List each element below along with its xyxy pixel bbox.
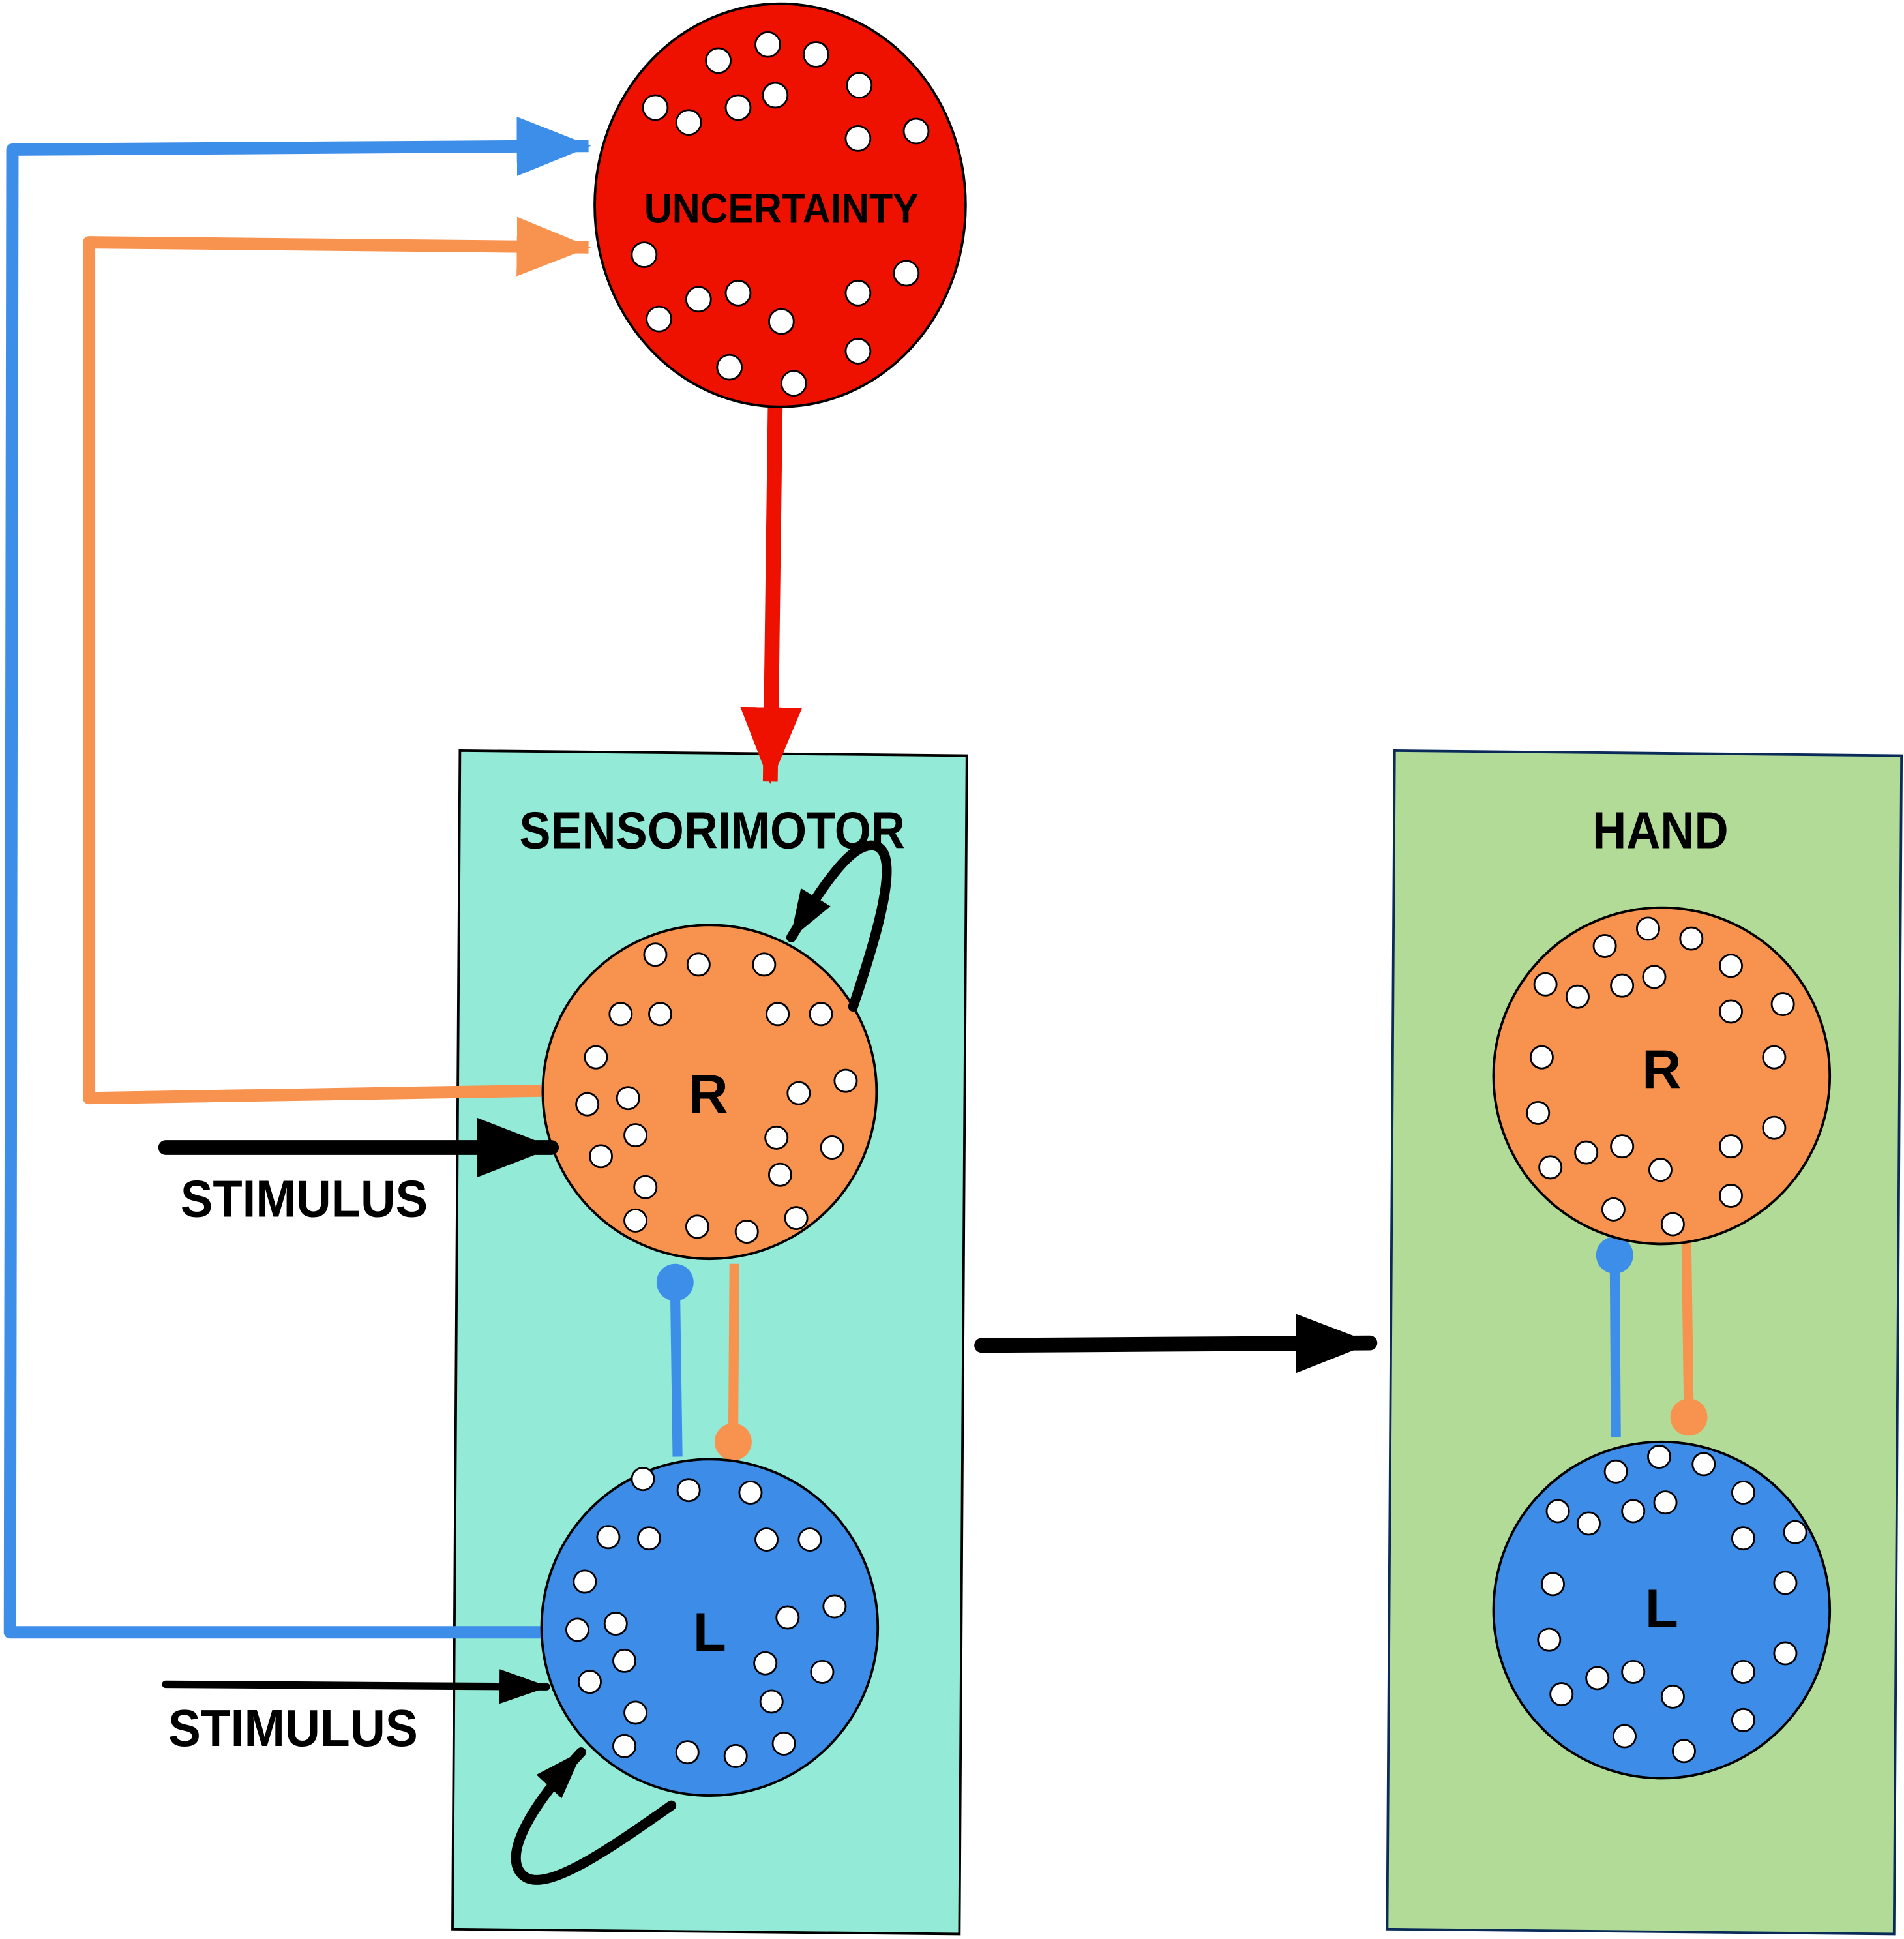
- sensorimotor-title: SENSORIMOTOR: [519, 802, 905, 860]
- sensorimotor-r-dots: [575, 942, 858, 1244]
- uncertainty-label: UNCERTAINTY: [644, 185, 919, 232]
- stimulus-top-label: STIMULUS: [181, 1170, 428, 1228]
- sensorimotor-blue-inhibition-dot: [656, 1263, 694, 1301]
- sensorimotor-blue-inhibition-line: [670, 1283, 683, 1457]
- sensorimotor-orange-inhibition-line: [728, 1263, 739, 1442]
- sensorimotor-l-dots: [565, 1467, 847, 1768]
- sensorimotor-l-label: L: [693, 1601, 726, 1662]
- blue-feedback-line: [3, 116, 591, 1639]
- hand-r-node: R: [1492, 906, 1832, 1246]
- sensorimotor-to-hand-arrow: [974, 1314, 1378, 1374]
- orange-feedback-line: [83, 217, 591, 1105]
- stimulus-bottom-arrow: [162, 1669, 550, 1704]
- l-self-excitation-loop: [511, 1747, 677, 1885]
- uncertainty-node: UNCERTAINTY: [593, 2, 967, 408]
- hand-blue-inhibition-dot: [1596, 1237, 1633, 1274]
- hand-r-label: R: [1642, 1039, 1681, 1100]
- stimulus-bottom-label: STIMULUS: [168, 1699, 418, 1757]
- hand-r-dots: [1526, 916, 1795, 1237]
- sensorimotor-l-node: L: [540, 1458, 880, 1797]
- red-modulation-arrow: [740, 405, 803, 785]
- hand-orange-inhibition-line: [1681, 1241, 1694, 1417]
- sensorimotor-r-node: R: [541, 924, 878, 1261]
- hand-blue-inhibition-line: [1609, 1256, 1621, 1437]
- sensorimotor-orange-inhibition-dot: [714, 1423, 752, 1461]
- uncertainty-dots: [631, 31, 930, 397]
- hand-orange-inhibition-dot: [1670, 1398, 1708, 1436]
- r-self-excitation-loop: [786, 840, 892, 1012]
- hand-l-dots: [1537, 1445, 1807, 1764]
- hand-l-label: L: [1645, 1578, 1678, 1639]
- hand-title: HAND: [1592, 802, 1729, 860]
- hand-l-node: L: [1492, 1440, 1832, 1780]
- sensorimotor-r-label: R: [689, 1063, 728, 1124]
